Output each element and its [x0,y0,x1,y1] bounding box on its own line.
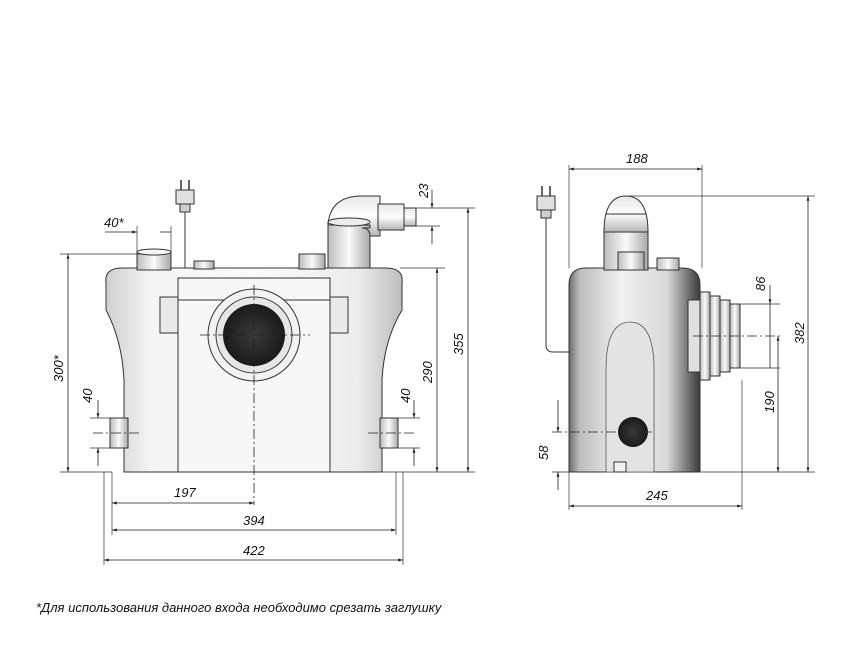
small-cap [193,260,215,270]
dim-base-depth: 245 [645,488,668,503]
dim-inlet-height: 290 [420,361,435,384]
side-cap-a [617,251,645,271]
dim-total-height: 355 [451,333,466,355]
elbow-ring [327,217,371,227]
dim-low-inlet-right: 40 [398,388,413,403]
dim-depth-top: 188 [626,151,648,166]
elbow-bend [327,195,381,237]
elbow-vertical [327,221,371,269]
side-cap-b [656,257,680,271]
footnote: *Для использования данного входа необход… [36,600,442,615]
front-view: 40* 300* 40 40 290 355 23 197 394 422 [51,180,475,565]
side-plug-icon [536,186,556,219]
dim-side-inlet-height: 300* [51,354,66,382]
right-clip [329,296,349,334]
dim-outlet-diameter: 86 [753,276,768,291]
side-drain-tab [613,461,627,473]
dim-inlet-diameter: 40* [104,215,124,230]
outlet-base [298,253,326,270]
top-inlet-rim [136,248,172,256]
dim-side-outlet-height: 190 [762,391,777,413]
dim-outlet-height: 23 [416,183,431,199]
dim-side-total-height: 382 [792,322,807,344]
dim-total-width: 422 [243,543,265,558]
side-power-cord [545,218,582,353]
dim-rear-inlet-height: 58 [536,445,551,460]
dim-half-width: 197 [174,485,196,500]
outlet-nozzle [403,207,417,227]
elbow-horizontal [377,203,405,231]
side-panel [605,321,655,473]
side-view: 188 382 86 190 58 245 [536,151,815,510]
front-plug-icon [175,180,195,213]
dim-low-inlet-left: 40 [80,388,95,403]
left-clip [159,296,179,334]
dim-base-width: 394 [243,513,265,528]
